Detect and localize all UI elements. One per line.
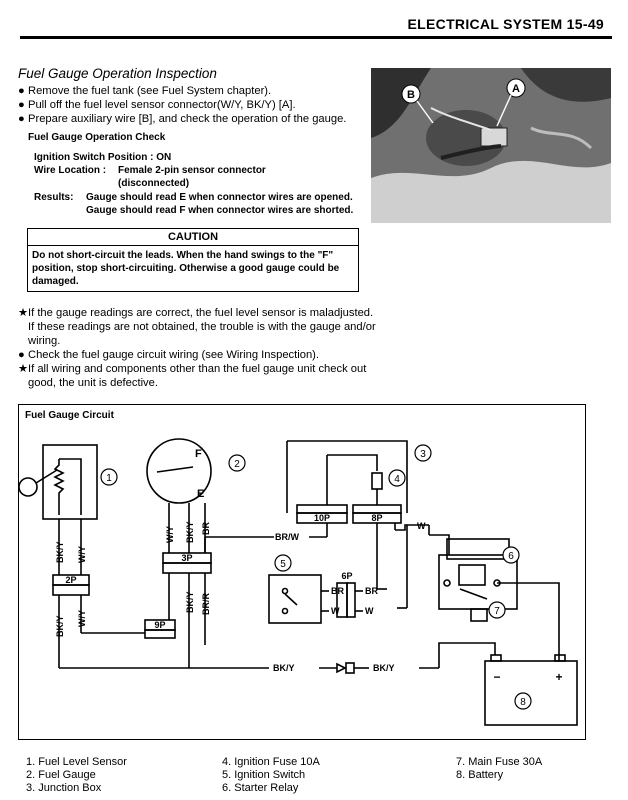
gauge-e-label: E [197, 488, 204, 500]
step-item: ●Pull off the fuel level sensor connecto… [18, 99, 296, 111]
connector-6p-label: 6P [341, 571, 352, 581]
section-title: Fuel Gauge Operation Inspection [18, 66, 217, 81]
note-item: wiring. [28, 335, 61, 347]
caution-box: CAUTION Do not short-circuit the leads. … [27, 228, 359, 292]
gauge-f-label: F [195, 448, 202, 460]
circuit-title: Fuel Gauge Circuit [25, 410, 114, 421]
connector-2p-label: 2P [65, 575, 76, 585]
wire-label-w: W [417, 521, 426, 531]
battery-plus-label: + [555, 670, 562, 684]
circuit-diagram: 1 2 3 4 5 6 7 8 F E 2P 3P 9P 10P 8P 6P B… [19, 438, 578, 726]
wire-label-brw: BR/W [275, 532, 299, 542]
label-4: 4 [394, 474, 400, 485]
caution-text: Do not short-circuit the leads. When the… [32, 250, 340, 287]
note-item: ★If all wiring and components other than… [18, 363, 367, 375]
label-8: 8 [520, 697, 526, 708]
wire-label-w: W [331, 606, 340, 616]
header-rule [20, 36, 612, 39]
wire-label-brr: BR/R [201, 593, 211, 615]
connector-8p-label: 8P [371, 513, 382, 523]
wire-location-value: Female 2-pin sensor connector [118, 165, 266, 176]
ignition-switch [268, 574, 322, 624]
photo-label-b: B [407, 89, 415, 101]
result-open: Gauge should read E when connector wires… [86, 192, 353, 203]
fuel-gauge-circuit: Fuel Gauge Circuit [18, 404, 586, 740]
legend-item: 3. Junction Box [26, 782, 102, 794]
wire-location-label: Wire Location : [34, 165, 107, 176]
label-6: 6 [508, 551, 514, 562]
wire-label-bky: BK/Y [373, 663, 395, 673]
label-3: 3 [420, 449, 426, 460]
bullet-icon: ● [18, 349, 25, 361]
wire-label-wy: W/Y [77, 546, 87, 563]
note-item: ★If the gauge readings are correct, the … [18, 307, 374, 319]
sensor-connector-photo: B A [371, 68, 611, 223]
wire-label-bky: BK/Y [185, 591, 195, 613]
connector-9p-label: 9P [154, 620, 165, 630]
photo-illustration: B A [371, 68, 611, 223]
page-header: ELECTRICAL SYSTEM 15-49 [0, 0, 628, 56]
step-item: ●Prepare auxiliary wire [B], and check t… [18, 113, 347, 125]
wire-label-wy: W/Y [165, 526, 175, 543]
legend-item: 7. Main Fuse 30A [456, 756, 543, 768]
ignition-position: Ignition Switch Position : ON [34, 152, 172, 163]
legend-item: 5. Ignition Switch [222, 769, 306, 781]
note-item: ●Check the fuel gauge circuit wiring (se… [18, 349, 320, 361]
wire-label-br: BR [331, 586, 344, 596]
wire-location-value-2: (disconnected) [118, 178, 190, 189]
wire-label-bky: BK/Y [55, 615, 65, 637]
battery [484, 660, 578, 726]
photo-label-a: A [512, 83, 520, 95]
wire-label-bky: BK/Y [55, 541, 65, 563]
wire-label-br: BR [365, 586, 378, 596]
wire-label-wy: W/Y [77, 610, 87, 627]
fuel-level-sensor [42, 444, 98, 520]
wire-label-bky: BK/Y [273, 663, 295, 673]
wire-label-bky: BK/Y [185, 521, 195, 543]
star-icon: ★ [18, 363, 29, 375]
results-label: Results: [34, 192, 74, 203]
result-shorted: Gauge should read F when connector wires… [86, 205, 354, 216]
wire-label-br: BR [201, 522, 211, 535]
legend-item: 6. Starter Relay [222, 782, 299, 794]
label-7: 7 [494, 606, 500, 617]
legend-item: 8. Battery [456, 769, 504, 781]
label-1: 1 [106, 473, 112, 484]
legend-item: 4. Ignition Fuse 10A [222, 756, 320, 768]
legend-item: 1. Fuel Level Sensor [26, 756, 127, 768]
bullet-icon: ● [18, 85, 25, 97]
fuel-gauge [146, 438, 212, 504]
battery-minus-label: − [493, 670, 500, 684]
caution-title: CAUTION [28, 229, 358, 246]
note-item: If these readings are not obtained, the … [28, 321, 376, 333]
bullet-icon: ● [18, 113, 25, 125]
star-icon: ★ [18, 307, 29, 319]
bullet-icon: ● [18, 99, 25, 111]
connector-3p-label: 3P [181, 553, 192, 563]
step-item: ●Remove the fuel tank (see Fuel System c… [18, 85, 272, 97]
legend-item: 2. Fuel Gauge [26, 769, 96, 781]
label-2: 2 [234, 459, 240, 470]
check-title: Fuel Gauge Operation Check [28, 132, 166, 143]
wire-label-w: W [365, 606, 374, 616]
note-item: good, the unit is defective. [28, 377, 158, 389]
label-5: 5 [280, 559, 286, 570]
header-title: ELECTRICAL SYSTEM 15-49 [407, 16, 604, 32]
connector-10p-label: 10P [314, 513, 330, 523]
